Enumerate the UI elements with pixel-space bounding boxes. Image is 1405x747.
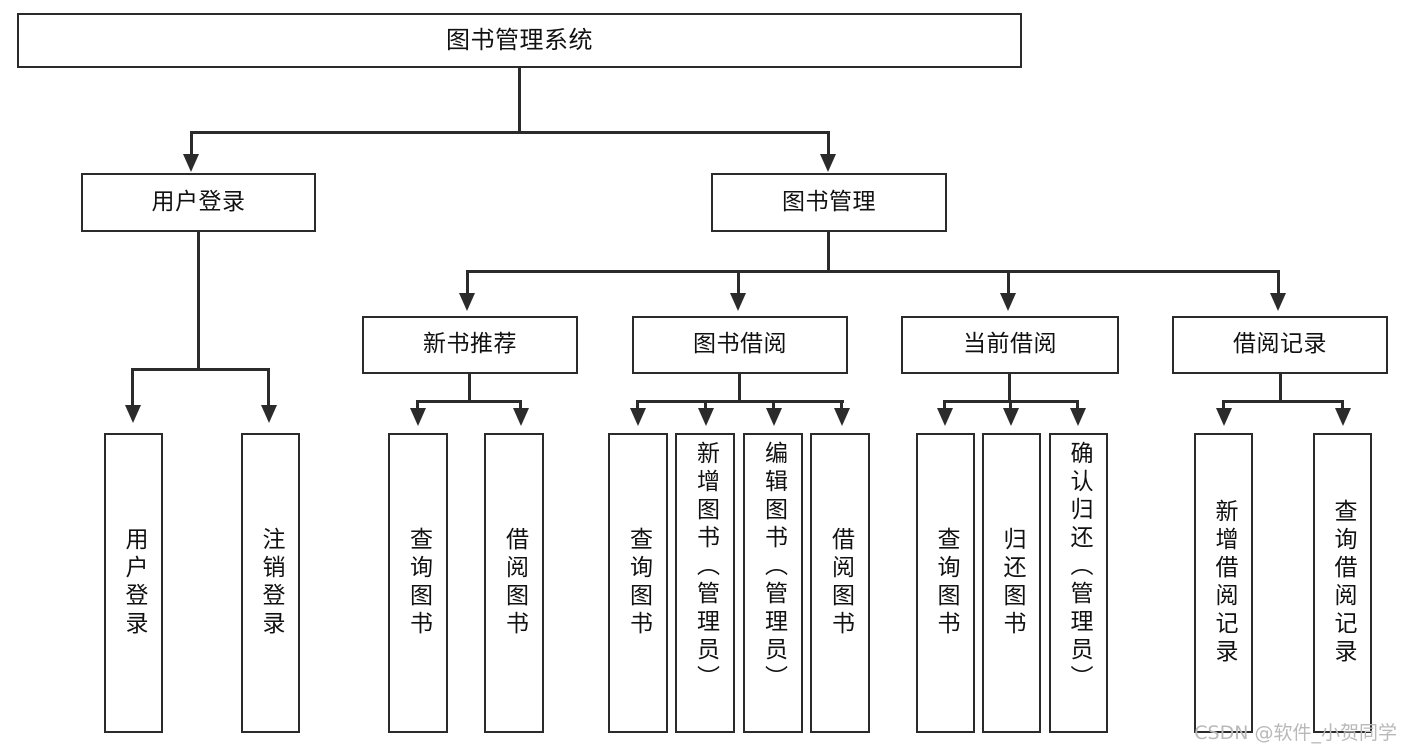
leaf-cb-query-book[interactable]: 查询图书: [916, 433, 975, 733]
arrowhead-cb-leaf-3: [1070, 408, 1086, 426]
node-label: 确认归还（管理员）: [1066, 441, 1092, 693]
node-book-borrow[interactable]: 图书借阅: [632, 316, 848, 374]
connector-current-borrow-stem: [1008, 374, 1011, 402]
arrowhead-leaf-logout: [261, 405, 277, 423]
connector-user-login-leaf-1: [131, 368, 134, 406]
leaf-logout[interactable]: 注销登录: [241, 433, 300, 733]
node-label: 借阅图书: [501, 527, 528, 639]
connector-book-mgmt-stem: [827, 232, 830, 272]
connector-root-to-book-mgmt: [827, 131, 830, 156]
connector-root-stem: [518, 68, 521, 132]
connector-book-borrow-bus: [636, 400, 844, 403]
connector-bb-leaf-4: [840, 400, 843, 412]
leaf-nb-borrow-book[interactable]: 借阅图书: [484, 433, 544, 733]
arrowhead-cb-leaf-2: [1003, 408, 1019, 426]
arrowhead-bb-leaf-1: [630, 408, 646, 426]
connector-new-book-bus: [416, 400, 522, 403]
node-label: 归还图书: [999, 527, 1025, 639]
node-label: 用户登录: [121, 527, 147, 639]
arrowhead-br-leaf-1: [1216, 408, 1232, 426]
connector-to-current-borrow: [1007, 270, 1010, 295]
node-label: 注销登录: [258, 527, 284, 639]
node-label: 查询图书: [933, 527, 959, 639]
connector-new-book-leaf-1: [416, 400, 419, 412]
leaf-bb-add-book-admin[interactable]: 新增图书（管理员）: [675, 433, 735, 733]
connector-to-book-borrow: [737, 270, 740, 295]
arrowhead-cb-leaf-1: [937, 408, 953, 426]
leaf-user-login[interactable]: 用户登录: [104, 433, 163, 733]
connector-user-login-stem: [197, 232, 200, 370]
node-current-borrow[interactable]: 当前借阅: [901, 316, 1119, 374]
node-label: 查询借阅记录: [1330, 499, 1356, 667]
connector-cb-leaf-2: [1009, 400, 1012, 412]
node-label: 借阅记录: [1233, 331, 1327, 358]
arrowhead-user-login: [183, 154, 199, 172]
node-label: 新增图书（管理员）: [692, 441, 719, 693]
connector-new-book-stem: [468, 374, 471, 402]
connector-bb-leaf-2: [704, 400, 707, 412]
leaf-cb-return-book[interactable]: 归还图书: [982, 433, 1041, 733]
node-label: 当前借阅: [963, 331, 1057, 358]
connector-user-login-leaf-2: [267, 368, 270, 406]
arrowhead-nb-leaf-2: [513, 408, 529, 426]
connector-cb-leaf-3: [1076, 400, 1079, 412]
connector-to-borrow-record: [1277, 270, 1280, 295]
arrowhead-current-borrow: [1000, 293, 1016, 311]
arrowhead-bb-leaf-3: [766, 408, 782, 426]
arrowhead-book-mgmt: [820, 154, 836, 172]
arrowhead-leaf-user-login: [125, 405, 141, 423]
leaf-bb-edit-book-admin[interactable]: 编辑图书（管理员）: [743, 433, 803, 733]
arrowhead-bb-leaf-2: [698, 408, 714, 426]
connector-borrow-record-stem: [1279, 374, 1282, 402]
node-label: 查询图书: [625, 527, 652, 639]
arrowhead-bb-leaf-4: [834, 408, 850, 426]
node-label: 图书管理: [782, 188, 876, 215]
connector-cb-leaf-1: [943, 400, 946, 412]
connector-book-mgmt-bus: [466, 270, 1280, 273]
connector-borrow-record-bus: [1222, 400, 1343, 403]
connector-br-leaf-2: [1341, 400, 1344, 412]
node-label: 查询图书: [405, 527, 432, 639]
connector-bb-leaf-1: [636, 400, 639, 412]
connector-root-bus: [190, 131, 830, 134]
connector-new-book-leaf-2: [519, 400, 522, 412]
leaf-bb-borrow-book[interactable]: 借阅图书: [810, 433, 870, 733]
node-root-system[interactable]: 图书管理系统: [17, 13, 1022, 68]
arrowhead-borrow-record: [1270, 293, 1286, 311]
arrowhead-new-book: [459, 293, 475, 311]
leaf-br-add-record[interactable]: 新增借阅记录: [1194, 433, 1253, 733]
node-label: 用户登录: [151, 188, 246, 215]
arrowhead-book-borrow: [730, 293, 746, 311]
node-label: 图书借阅: [693, 331, 787, 358]
node-new-book-recommend[interactable]: 新书推荐: [362, 316, 578, 374]
node-book-management[interactable]: 图书管理: [711, 173, 947, 232]
connector-book-borrow-stem: [738, 374, 741, 402]
leaf-br-query-record[interactable]: 查询借阅记录: [1313, 433, 1372, 733]
leaf-cb-confirm-return-admin[interactable]: 确认归还（管理员）: [1049, 433, 1108, 733]
connector-root-to-user-login: [190, 131, 193, 156]
connector-bb-leaf-3: [772, 400, 775, 412]
leaf-bb-query-book[interactable]: 查询图书: [608, 433, 668, 733]
node-label: 新增借阅记录: [1211, 499, 1237, 667]
node-borrow-record[interactable]: 借阅记录: [1172, 316, 1388, 374]
connector-user-login-bus: [131, 368, 267, 371]
node-label: 借阅图书: [827, 527, 854, 639]
node-user-login[interactable]: 用户登录: [81, 173, 316, 232]
node-label: 编辑图书（管理员）: [760, 441, 787, 693]
arrowhead-br-leaf-2: [1335, 408, 1351, 426]
connector-to-new-book: [466, 270, 469, 295]
node-label: 图书管理系统: [446, 26, 593, 55]
connector-br-leaf-1: [1222, 400, 1225, 412]
node-label: 新书推荐: [423, 331, 517, 358]
leaf-nb-query-book[interactable]: 查询图书: [388, 433, 448, 733]
arrowhead-nb-leaf-1: [410, 408, 426, 426]
